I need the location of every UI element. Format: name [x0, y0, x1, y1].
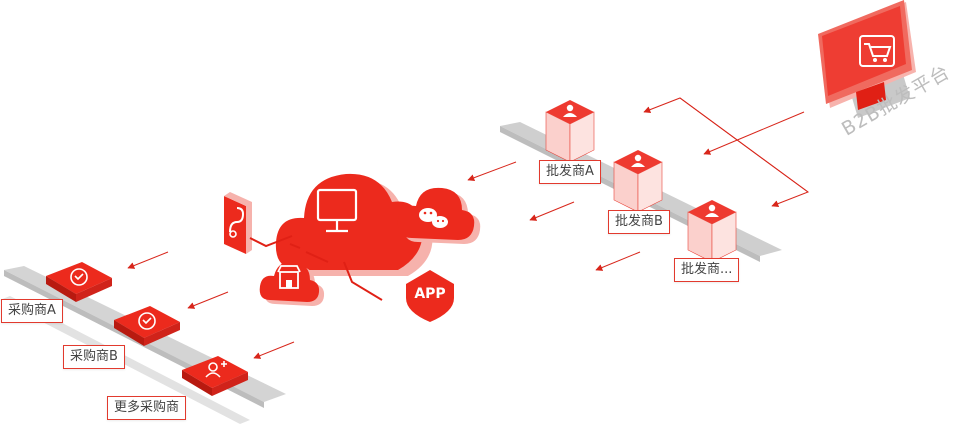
user-icon: [631, 154, 645, 167]
user-icon: [705, 204, 719, 217]
mini-program-card: [224, 192, 252, 254]
app-label: APP: [414, 286, 445, 302]
buyer-label-b[interactable]: 采购商B: [63, 345, 125, 369]
shopping-cart-icon: [859, 35, 895, 67]
check-badge-icon: [70, 268, 88, 286]
wholesaler-cube-more[interactable]: [687, 200, 737, 263]
wholesaler-label-b[interactable]: 批发商B: [608, 210, 670, 234]
buyer-tile-more[interactable]: [182, 356, 248, 396]
wholesaler-cube-b[interactable]: [613, 150, 663, 213]
shop-cloud: [259, 261, 325, 306]
app-shield: APP: [406, 270, 454, 322]
cluster-connectors: [249, 235, 383, 301]
mini-program-icon: [229, 207, 245, 238]
wholesaler-cube-a[interactable]: [545, 100, 595, 163]
monitor-cloud: [275, 173, 423, 270]
buyer-label-more[interactable]: 更多采购商: [107, 396, 187, 420]
buyer-arrows: [127, 251, 295, 359]
buyer-tile-b[interactable]: [114, 306, 180, 346]
platform-arrows: [643, 97, 810, 207]
monitor-icon: [316, 188, 358, 233]
wholesaler-label-a[interactable]: 批发商A: [539, 160, 601, 184]
user-add-icon: [205, 361, 227, 378]
wechat-cloud: [397, 187, 481, 244]
platform-monitor: [818, 0, 916, 118]
wechat-icon: [419, 208, 448, 228]
shop-icon: [277, 265, 301, 289]
wholesaler-arrows: [467, 161, 641, 271]
channel-cluster: APP: [224, 173, 481, 322]
buyer-tile-a[interactable]: [46, 262, 112, 302]
buyer-label-a[interactable]: 采购商A: [1, 299, 63, 323]
check-badge-icon: [138, 312, 156, 330]
wholesaler-label-more[interactable]: 批发商...: [674, 258, 740, 282]
user-icon: [563, 104, 577, 117]
